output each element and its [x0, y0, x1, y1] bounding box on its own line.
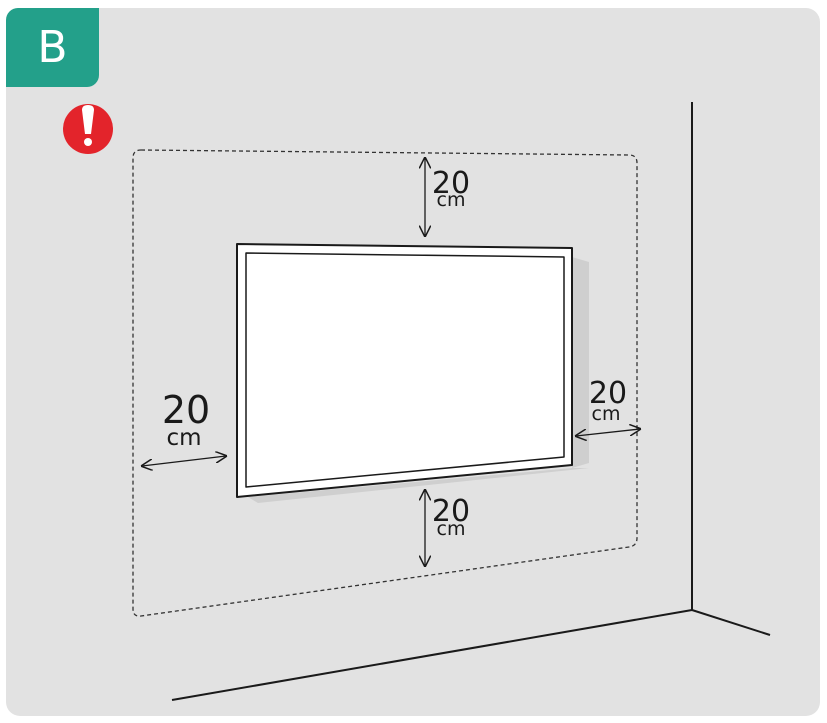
wall-mount-scene: 20 cm 20 cm 20 cm 20 cm [6, 8, 820, 716]
floor-line-left [171, 609, 693, 701]
section-badge: B [6, 8, 99, 87]
section-label: B [37, 22, 68, 73]
top-clearance-value: 20 [432, 166, 470, 201]
bottom-clearance-value: 20 [432, 494, 470, 529]
right-clearance-arrow [576, 429, 640, 436]
left-clearance-value: 20 [162, 388, 210, 432]
floor-line-right [691, 609, 771, 636]
tv-screen [245, 252, 565, 488]
left-clearance-unit: cm [166, 425, 201, 451]
top-clearance-unit: cm [437, 189, 466, 211]
right-clearance-unit: cm [592, 403, 621, 425]
right-clearance-value: 20 [589, 376, 627, 411]
left-clearance-arrow [142, 456, 226, 466]
diagram-panel: 20 cm 20 cm 20 cm 20 cm [6, 8, 820, 716]
bottom-clearance-unit: cm [437, 518, 466, 540]
exclamation-warning-icon [63, 104, 113, 154]
